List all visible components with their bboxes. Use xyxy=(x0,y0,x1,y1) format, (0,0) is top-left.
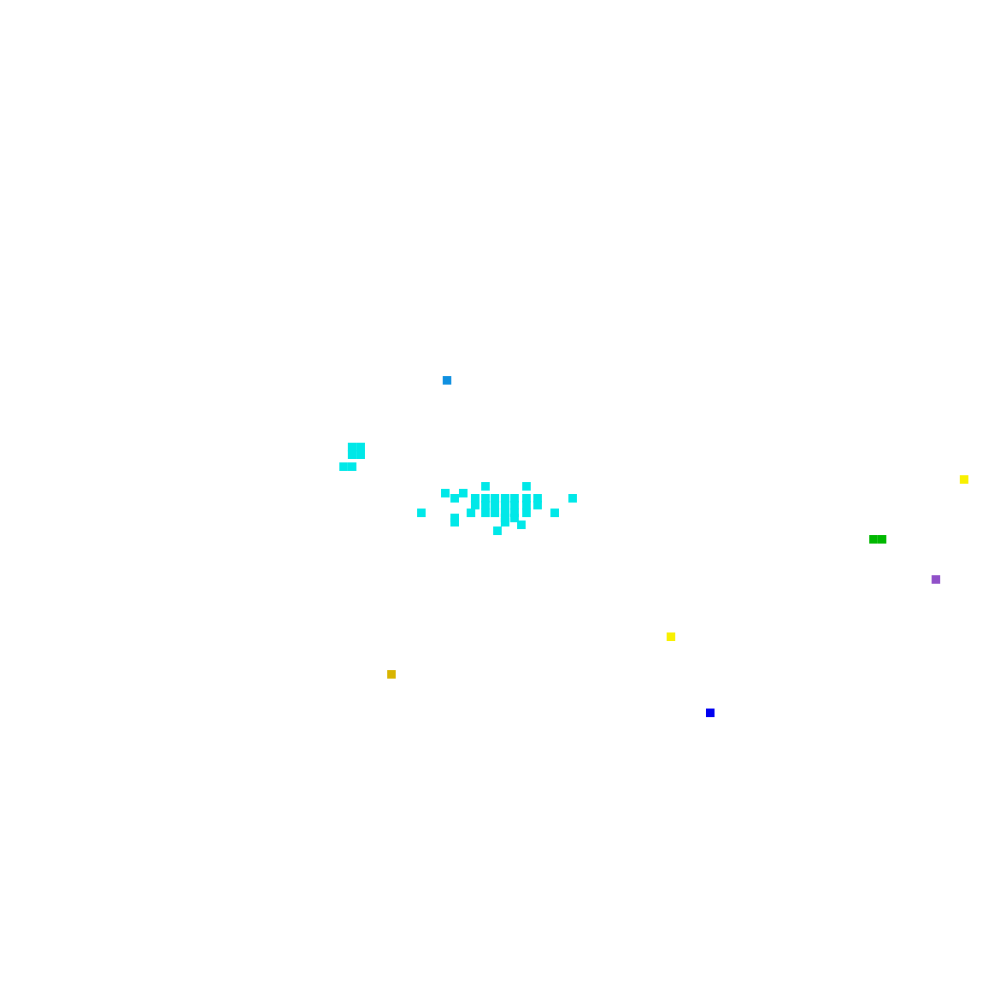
heatmap-cell-cyan-37 xyxy=(450,517,459,527)
heatmap-cell-gold-0 xyxy=(387,670,396,679)
heatmap-cell-azure-0 xyxy=(442,376,452,385)
heatmap-cell-cyan-28 xyxy=(481,508,490,518)
heatmap-cell-cyan-27 xyxy=(466,508,476,518)
heatmap-cell-cyan-38 xyxy=(500,517,510,527)
heatmap-cell-green-1 xyxy=(877,535,887,544)
heatmap-cell-cyan-15 xyxy=(510,494,519,503)
heatmap-cell-cyan-39 xyxy=(517,520,526,530)
heatmap-cell-cyan-0 xyxy=(347,442,357,452)
heatmap-cell-cyan-11 xyxy=(470,494,480,503)
heatmap-cell-cyan-14 xyxy=(500,494,510,503)
heatmap-cell-cyan-12 xyxy=(481,494,490,503)
heatmap-cell-green-0 xyxy=(869,535,878,544)
heatmap-cell-cyan-20 xyxy=(481,500,490,510)
heatmap-cell-cyan-24 xyxy=(522,500,531,510)
heatmap-cell-purple-0 xyxy=(931,575,941,584)
heatmap-cell-cyan-25 xyxy=(533,500,542,510)
heatmap-cell-cyan-32 xyxy=(522,508,531,518)
heatmap-cell-cyan-1 xyxy=(356,442,365,452)
heatmap-cell-cyan-5 xyxy=(347,462,357,471)
heatmap-cell-cyan-9 xyxy=(458,488,468,498)
heatmap-cell-cyan-36 xyxy=(510,513,519,523)
heatmap-cell-cyan-17 xyxy=(533,494,542,503)
heatmap-cell-cyan-10 xyxy=(450,494,459,503)
heatmap-cell-cyan-3 xyxy=(356,450,365,459)
heatmap-cell-cyan-8 xyxy=(441,488,450,498)
heatmap-cell-cyan-13 xyxy=(490,494,500,503)
heatmap-cell-blue-0 xyxy=(705,708,715,718)
heatmap-cell-cyan-26 xyxy=(417,508,426,518)
heatmap-cell-yellow-0 xyxy=(959,475,969,484)
heatmap-cell-cyan-21 xyxy=(490,500,500,510)
heatmap-cell-cyan-6 xyxy=(481,482,490,491)
heatmap-cell-cyan-31 xyxy=(510,508,519,518)
heatmap-cell-cyan-22 xyxy=(500,500,510,510)
heatmap-cell-yellow-1 xyxy=(666,632,676,642)
heatmap-cell-cyan-16 xyxy=(522,494,531,503)
heatmap-cell-cyan-40 xyxy=(493,526,502,536)
heatmap-cell-cyan-7 xyxy=(522,482,531,491)
heatmap-cell-cyan-2 xyxy=(347,450,357,459)
heatmap-cell-cyan-18 xyxy=(568,494,577,503)
heatmap-cell-cyan-19 xyxy=(470,500,480,510)
heatmap-cell-cyan-23 xyxy=(510,500,519,510)
heatmap-cell-cyan-33 xyxy=(550,508,559,518)
heatmap-cell-cyan-29 xyxy=(490,508,500,518)
heatmap-cell-cyan-4 xyxy=(339,462,348,471)
heatmap-cell-cyan-30 xyxy=(500,508,510,518)
